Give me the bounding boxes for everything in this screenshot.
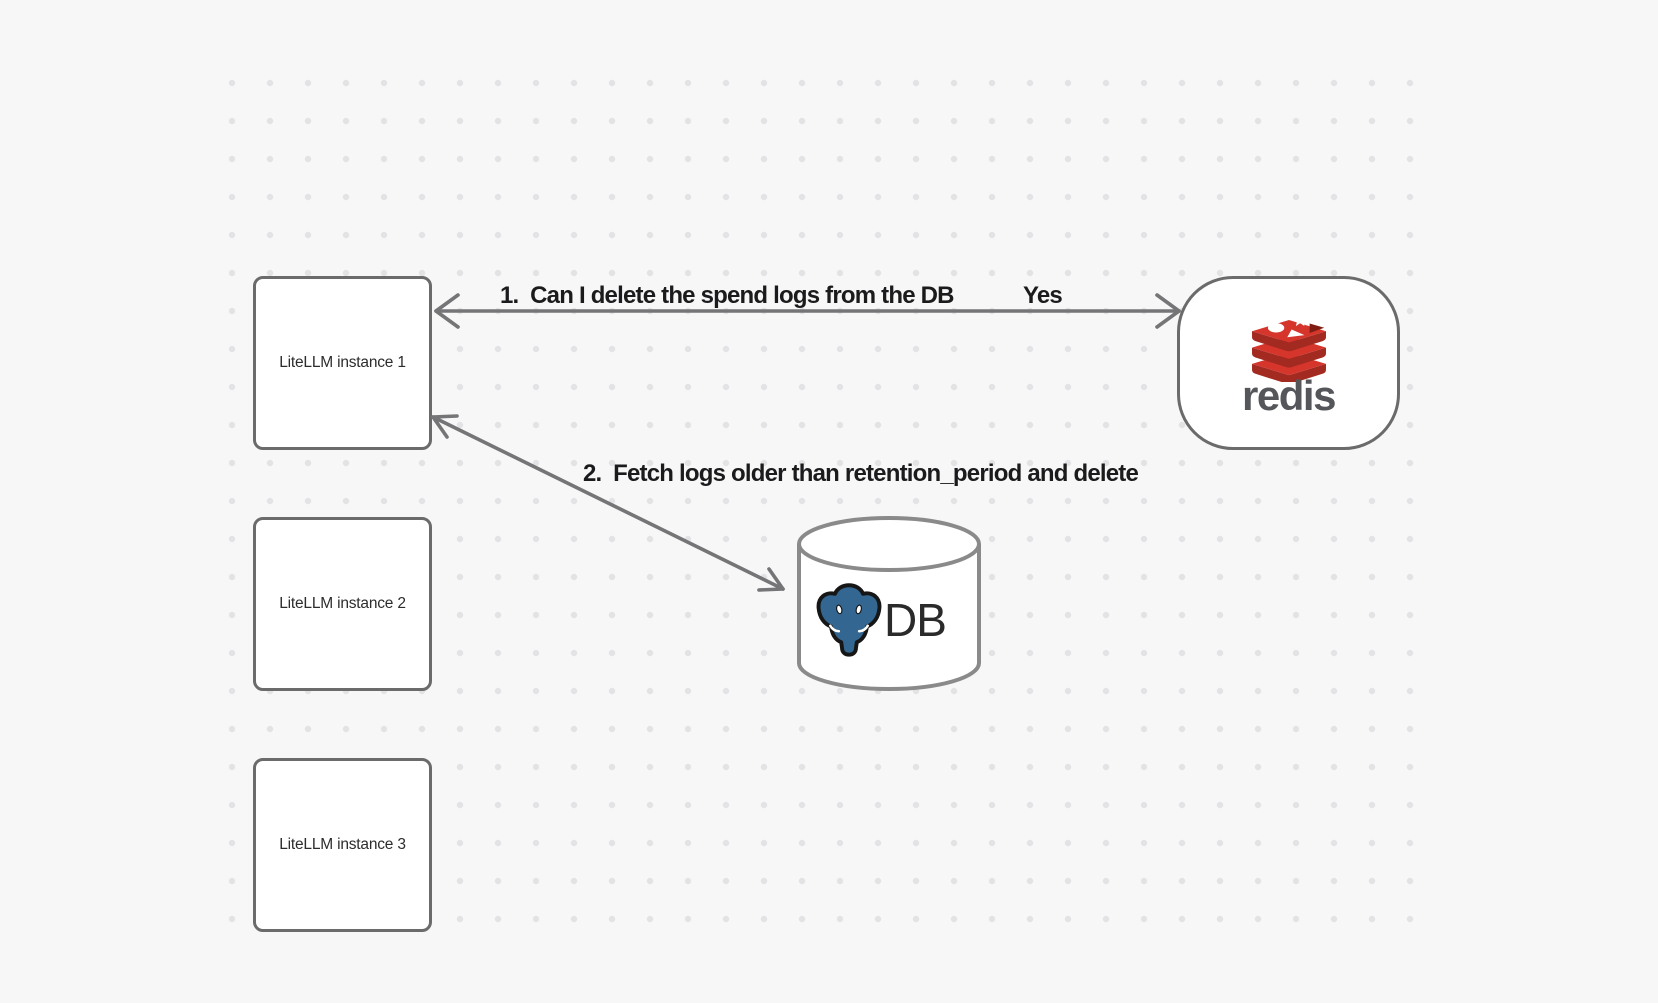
node-litellm-instance-2-label: LiteLLM instance 2: [279, 595, 406, 612]
database-label: DB: [884, 594, 947, 646]
arrow-2-label[interactable]: 2. Fetch logs older than retention_perio…: [583, 460, 1139, 487]
arrow-db-fetch[interactable]: [431, 414, 785, 592]
arrow-1-label[interactable]: 1. Can I delete the spend logs from the …: [500, 282, 954, 309]
arrow-redis-roundtrip[interactable]: [434, 293, 1181, 329]
node-redis[interactable]: redis: [1177, 276, 1400, 450]
redis-logo-icon: [1251, 312, 1326, 382]
node-litellm-instance-2[interactable]: LiteLLM instance 2: [253, 517, 432, 691]
arrow-1-response-label[interactable]: Yes: [1023, 282, 1063, 309]
postgresql-icon: [816, 583, 882, 657]
node-litellm-instance-3[interactable]: LiteLLM instance 3: [253, 758, 432, 932]
node-litellm-instance-1-label: LiteLLM instance 1: [279, 354, 406, 371]
redis-wordmark: redis: [1242, 372, 1336, 419]
node-litellm-instance-1[interactable]: LiteLLM instance 1: [253, 276, 432, 450]
node-litellm-instance-3-label: LiteLLM instance 3: [279, 836, 406, 853]
